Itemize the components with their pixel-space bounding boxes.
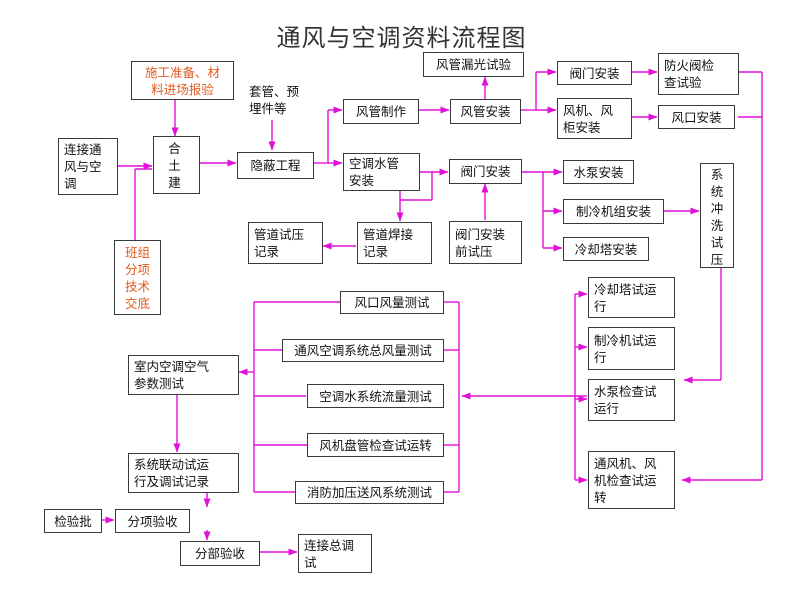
node-label: 风管安装: [460, 104, 511, 119]
node-duct-leak-test: 风管漏光试验: [423, 52, 524, 77]
node-label: 风机盘管检查试运转: [319, 437, 432, 453]
node-label: 消防加压送风系统测试: [306, 485, 432, 500]
node-label: 隐蔽工程: [250, 158, 301, 173]
node-connect-hvac: 连接通 风与空 调: [58, 138, 118, 195]
node-label: 班组 分项 技术 交底: [124, 244, 150, 311]
node-cooling-tower-install: 冷却塔安装: [563, 237, 649, 261]
node-label: 制冷机组安装: [575, 204, 651, 219]
node-label: 系 统 冲 洗 试 压: [710, 167, 724, 267]
node-label: 系统联动试运 行及调试记录: [134, 457, 210, 489]
node-label: 阀门安装 前试压: [455, 226, 506, 259]
node-linkage-test: 系统联动试运 行及调试记录: [128, 453, 239, 493]
node-label: 通风机、风 机检查试运 转: [594, 455, 657, 505]
node-coordination: 配 合 土 建 预埋: [153, 136, 200, 194]
node-total-air-test: 通风空调系统总风量测试: [282, 339, 444, 362]
node-label: 施工准备、材 料进场报验: [144, 64, 220, 97]
node-label: 空调水系统流量测试: [319, 388, 432, 404]
note-team-briefing: 班组 分项 技术 交底: [114, 240, 161, 315]
node-label: 通风空调系统总风量测试: [294, 343, 432, 358]
node-label: 套管、预 埋件等: [249, 84, 300, 116]
node-water-flow-test: 空调水系统流量测试: [307, 384, 444, 408]
node-duct-install: 风管安装: [450, 99, 521, 124]
node-label: 风口风量测试: [354, 295, 430, 310]
note-construction-prep: 施工准备、材 料进场报验: [131, 61, 234, 100]
node-water-pipe-install: 空调水管 安装: [343, 153, 420, 191]
node-fire-damper: 防火阀检 查试验: [658, 53, 739, 95]
node-connect-debug: 连接总调 试: [298, 534, 372, 573]
node-pipe-pressure-test: 管道试压 记录: [248, 222, 323, 264]
node-label: 水泵安装: [573, 164, 624, 180]
node-chiller-trial: 制冷机试运 行: [588, 327, 675, 370]
node-label: 连接通 风与空 调: [64, 142, 102, 191]
node-pipe-welding: 管道焊接 记录: [357, 222, 432, 264]
node-label: 风口安装: [671, 109, 722, 125]
node-label: 风管漏光试验: [435, 57, 511, 72]
node-sleeves: 套管、预 埋件等: [244, 80, 322, 120]
node-air-volume-test: 风口风量测试: [340, 291, 444, 314]
node-sub-item-acceptance: 分项验收: [115, 509, 190, 533]
node-label: 分项验收: [127, 513, 178, 529]
node-label: 制冷机试运 行: [594, 332, 657, 365]
node-label: 连接总调 试: [304, 537, 355, 570]
node-smoke-test: 消防加压送风系统测试: [295, 481, 444, 504]
node-pump-trial: 水泵检查试 运行: [588, 379, 675, 421]
node-label: 防火阀检 查试验: [664, 58, 715, 90]
node-label: 室内空调空气 参数测试: [134, 359, 210, 391]
node-concealed-works: 隐蔽工程: [237, 152, 314, 179]
node-fan-cabinet: 风机、风 柜安装: [557, 98, 632, 139]
node-label: 管道焊接 记录: [363, 227, 414, 259]
node-duct-fabrication: 风管制作: [343, 99, 419, 124]
node-valve-install-top: 阀门安装: [557, 61, 632, 85]
node-inspection-lot: 检验批: [44, 509, 102, 533]
node-fan-trial: 通风机、风 机检查试运 转: [588, 451, 675, 509]
node-cooling-tower-trial: 冷却塔试运 行: [588, 277, 675, 318]
node-label: 风机、风 柜安装: [563, 102, 614, 135]
node-label: 冷却塔试运 行: [594, 281, 657, 314]
node-valve-pretest: 阀门安装 前试压: [449, 221, 522, 264]
node-fcu-test: 风机盘管检查试运转: [307, 433, 444, 457]
node-label: 阀门安装: [460, 164, 511, 179]
node-chiller-install: 制冷机组安装: [563, 199, 664, 224]
node-label: 配 合 土 建 预埋: [160, 137, 189, 193]
node-pump-install: 水泵安装: [563, 160, 634, 184]
node-label: 检验批: [54, 513, 92, 529]
node-indoor-air-test: 室内空调空气 参数测试: [128, 355, 239, 395]
node-label: 阀门安装: [569, 65, 620, 81]
node-label: 冷却塔安装: [574, 241, 638, 257]
node-label: 水泵检查试 运行: [594, 384, 657, 416]
node-label: 管道试压 记录: [254, 227, 305, 259]
node-air-outlet: 风口安装: [658, 105, 735, 129]
node-valve-install-mid: 阀门安装: [449, 159, 522, 184]
node-system-flush: 系 统 冲 洗 试 压: [700, 163, 734, 268]
node-label: 空调水管 安装: [349, 156, 400, 188]
node-label: 分部验收: [194, 546, 245, 561]
node-label: 风管制作: [355, 104, 406, 119]
page-title: 通风与空调资料流程图: [276, 24, 527, 52]
node-sub-division-acceptance: 分部验收: [180, 541, 260, 566]
